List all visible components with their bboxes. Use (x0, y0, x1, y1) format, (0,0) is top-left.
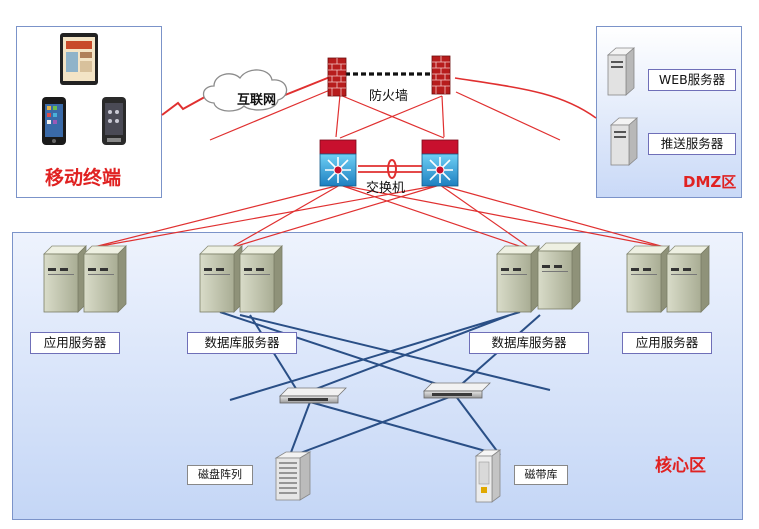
core-zone-title: 核心区 (655, 456, 706, 476)
core-switch-icon (319, 139, 357, 187)
internet-label: 互联网 (237, 93, 277, 108)
db-server-label-left: 数据库服务器 (187, 332, 297, 354)
app-server-label-right: 应用服务器 (622, 332, 712, 354)
push-server-icon (610, 117, 638, 166)
firewall-icon (327, 57, 347, 97)
server-icon (626, 245, 670, 313)
core-switch-icon (421, 139, 459, 187)
dmz-zone-title: DMZ区 (683, 173, 737, 191)
tablet-icon (60, 33, 98, 85)
switch-icon (423, 382, 491, 399)
server-icon (537, 242, 581, 310)
lan-links (219, 311, 551, 456)
server-icon (43, 245, 87, 313)
app-server-label-left: 应用服务器 (30, 332, 120, 354)
phone-icon (102, 97, 126, 145)
disk-array-label: 磁盘阵列 (187, 465, 253, 485)
server-icon (239, 245, 283, 313)
cloud-icon (202, 69, 288, 112)
wan-links (89, 76, 669, 249)
disk-array-icon (274, 451, 312, 501)
firewall-label: 防火墙 (369, 89, 409, 104)
phone-icon (42, 97, 66, 145)
server-icon (199, 245, 243, 313)
server-icon (83, 245, 127, 313)
tape-library-label: 磁带库 (514, 465, 568, 485)
db-server-label-right: 数据库服务器 (469, 332, 589, 354)
core-zone: 核心区 (12, 232, 743, 520)
web-server-icon (607, 47, 635, 96)
mobile-zone-title: 移动终端 (45, 167, 122, 189)
server-icon (666, 245, 710, 313)
switch-label: 交换机 (366, 181, 406, 196)
server-icon (496, 245, 540, 313)
tape-library-icon (474, 449, 502, 503)
switch-icon (279, 387, 347, 404)
firewall-icon (431, 55, 451, 95)
push-server-label: 推送服务器 (648, 133, 736, 155)
web-server-label: WEB服务器 (648, 69, 736, 91)
